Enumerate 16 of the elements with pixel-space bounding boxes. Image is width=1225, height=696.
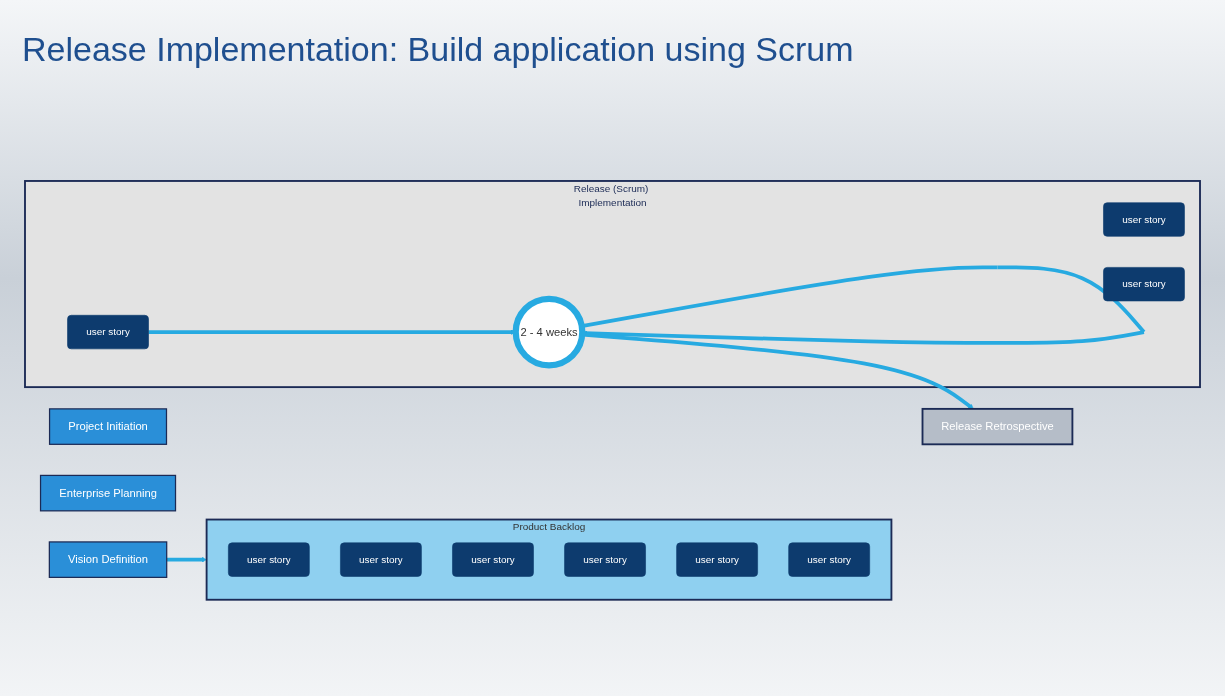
node-box: Release Retrospective <box>921 407 1074 445</box>
node-box: Enterprise Planning <box>39 474 177 512</box>
arrow <box>166 556 207 562</box>
node-box: user story <box>564 542 646 577</box>
node-box: Vision Definition <box>48 540 168 578</box>
node-box: Project Initiation <box>48 407 168 445</box>
node-box: user story <box>676 542 758 577</box>
node-box: user story <box>1103 202 1185 237</box>
node-box: user story <box>67 314 149 349</box>
node-box: user story <box>228 542 310 577</box>
node-box: user story <box>340 542 422 577</box>
node-circle: 2 - 4 weeks <box>512 295 586 369</box>
node-box: user story <box>1103 266 1185 301</box>
node-box: user story <box>788 542 870 577</box>
slide-title: Release Implementation: Build application using Scrum <box>22 30 854 69</box>
node-box: user story <box>452 542 534 577</box>
